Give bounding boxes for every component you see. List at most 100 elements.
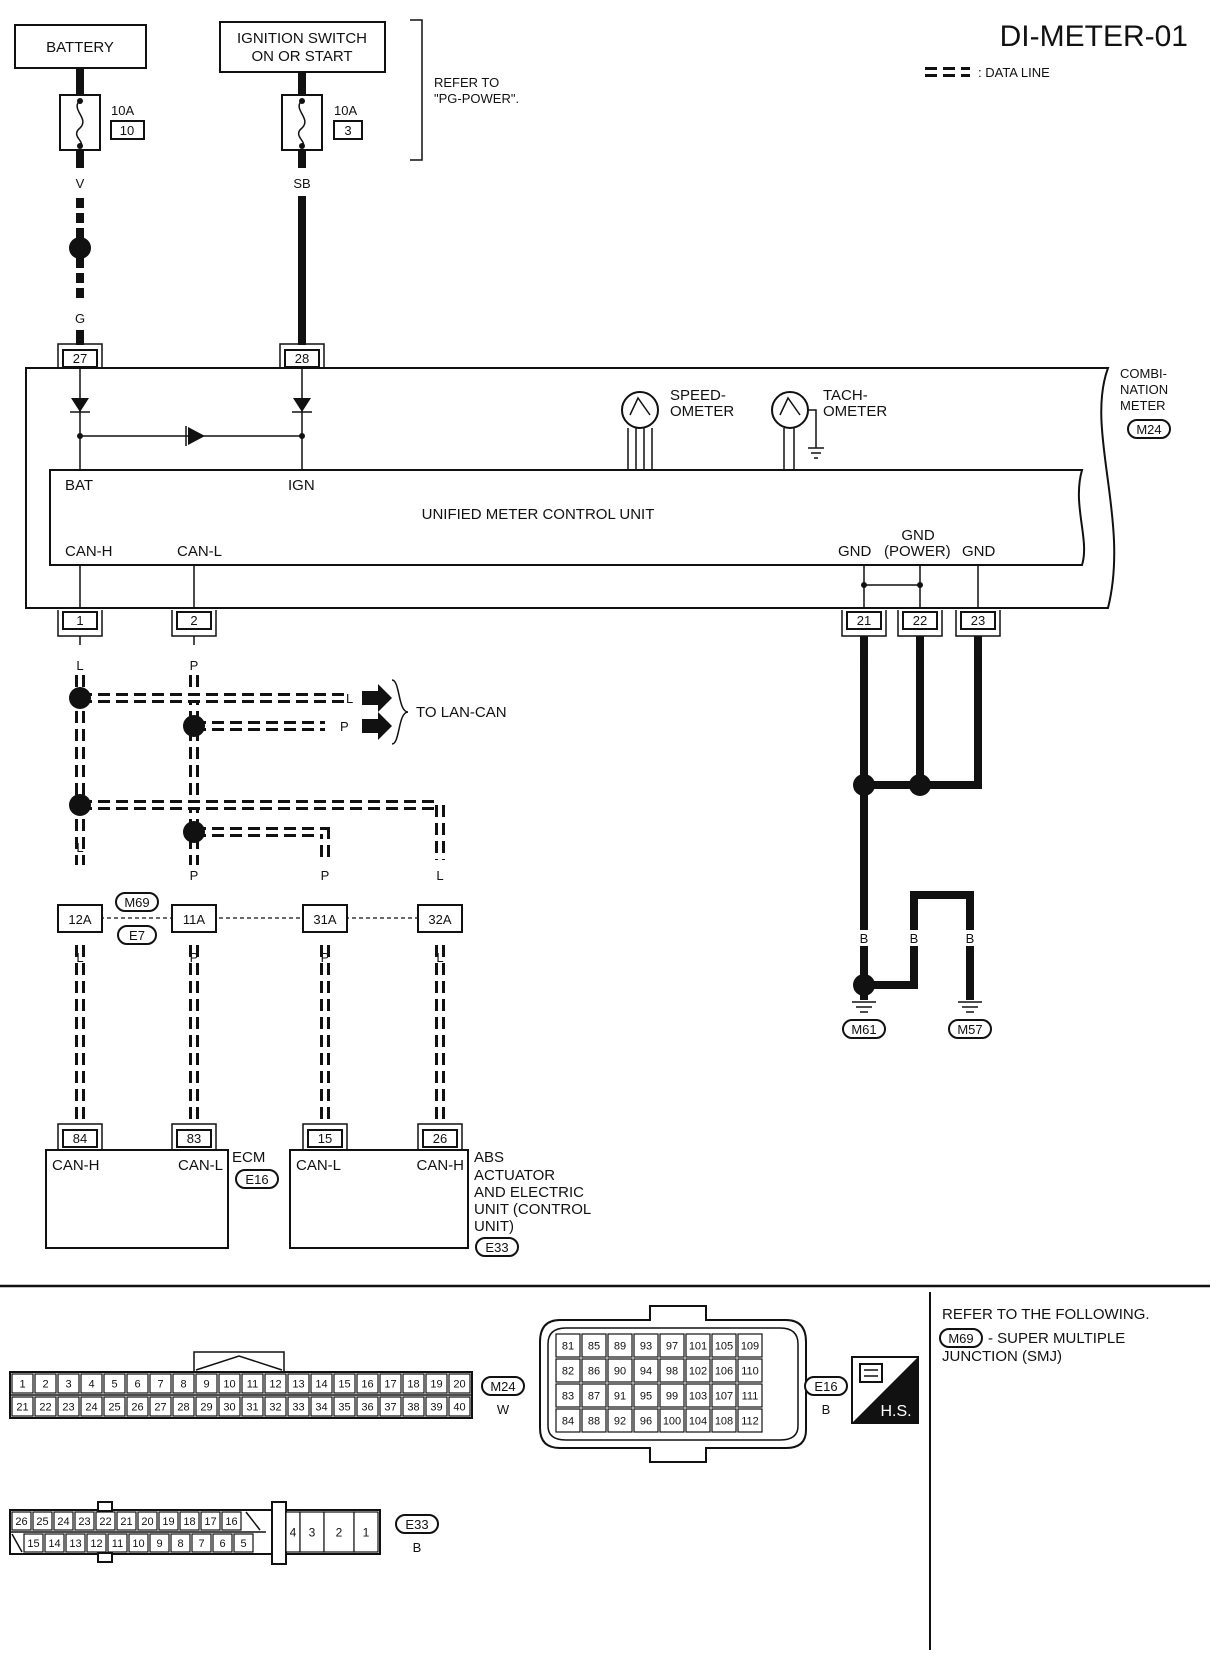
wire-color-b: B bbox=[916, 655, 925, 670]
diode-icon bbox=[293, 398, 311, 412]
connector-e16-cell bbox=[659, 1333, 685, 1358]
connector-m24-pin-label: 19 bbox=[430, 1378, 442, 1390]
connector-e16-cell bbox=[633, 1408, 659, 1433]
connector-e16-cell bbox=[633, 1383, 659, 1408]
refer-label-1: REFER TO bbox=[434, 75, 499, 90]
connector-e16-cell bbox=[607, 1408, 633, 1433]
ecm-can-l-label: CAN-L bbox=[178, 1157, 223, 1174]
connector-m24-pin-label: 39 bbox=[430, 1401, 442, 1413]
connector-e33-cell bbox=[107, 1533, 128, 1553]
wire-color-l: L bbox=[76, 658, 83, 673]
control-unit-label: UNIFIED METER CONTROL UNIT bbox=[422, 506, 655, 523]
connector-m24-cell bbox=[195, 1373, 218, 1394]
connector-e16-pin-label: 108 bbox=[715, 1415, 733, 1427]
connector-m24-pin-label: 24 bbox=[85, 1401, 97, 1413]
connector-e16-pin-label: 85 bbox=[588, 1340, 600, 1352]
connector-m24-cell bbox=[126, 1396, 149, 1417]
connector-m24-pin-label: 20 bbox=[453, 1378, 465, 1390]
connector-m24-cell bbox=[11, 1373, 34, 1394]
connector-e16-cell bbox=[659, 1383, 685, 1408]
abs-label-5: UNIT) bbox=[474, 1218, 514, 1235]
wire-color-p: P bbox=[321, 950, 330, 965]
connector-m24-pin-label: 13 bbox=[292, 1378, 304, 1390]
connector-e16-cell bbox=[737, 1408, 763, 1433]
connector-e16-cell bbox=[685, 1333, 711, 1358]
wire-color-l: L bbox=[436, 950, 443, 965]
connector-e16-pin-label: 92 bbox=[614, 1415, 626, 1427]
connector-e16-pin-label: 83 bbox=[562, 1390, 574, 1402]
pin-83: 83 bbox=[187, 1131, 201, 1146]
connector-e16-cell bbox=[685, 1358, 711, 1383]
wire-color-p: P bbox=[190, 658, 199, 673]
connector-m24-cell bbox=[11, 1396, 34, 1417]
connector-12a: 12A bbox=[68, 912, 91, 927]
gnd-label-1: GND bbox=[838, 543, 872, 560]
combination-meter-label-2: NATION bbox=[1120, 382, 1168, 397]
connector-e16-face: 8182838485868788899091929394959697989910… bbox=[539, 1305, 807, 1463]
connector-e16-pin-label: 98 bbox=[666, 1365, 678, 1377]
connector-e33-pin-label: 12 bbox=[90, 1538, 102, 1550]
connector-e33-pin-label: 24 bbox=[57, 1516, 69, 1528]
connector-e33-cell bbox=[179, 1511, 200, 1531]
connector-m24-cell bbox=[172, 1396, 195, 1417]
connector-e16-pin-label: 82 bbox=[562, 1365, 574, 1377]
splice-point bbox=[183, 715, 205, 737]
combination-meter-label-1: COMBI- bbox=[1120, 366, 1167, 381]
connector-e16-pin-label: 110 bbox=[741, 1365, 759, 1377]
connector-e33-pin-label: 13 bbox=[69, 1538, 81, 1550]
connector-e16-pin-label: 86 bbox=[588, 1365, 600, 1377]
connector-e16-pin-label: 111 bbox=[742, 1390, 759, 1402]
splice-point bbox=[69, 687, 91, 709]
connector-e33-cell bbox=[44, 1533, 65, 1553]
connector-m24-cell bbox=[356, 1396, 379, 1417]
connector-m24-pin-label: 21 bbox=[16, 1401, 28, 1413]
smj-connector-31a bbox=[302, 904, 348, 933]
connector-m24-pin-label: 6 bbox=[134, 1378, 140, 1390]
connector-m24-pin-label: 10 bbox=[223, 1378, 235, 1390]
connector-e33-cell bbox=[191, 1533, 212, 1553]
pin-26: 26 bbox=[433, 1131, 447, 1146]
connector-e16-cell bbox=[737, 1333, 763, 1358]
connector-e7: E7 bbox=[129, 928, 145, 943]
connector-e33-cell bbox=[233, 1533, 254, 1553]
smj-connector-11a bbox=[171, 904, 217, 933]
refer-following-connector: M69 bbox=[948, 1331, 973, 1346]
wire-color-b: B bbox=[860, 931, 869, 946]
connector-e33-pin-label: 16 bbox=[225, 1516, 237, 1528]
ign-terminal-label: IGN bbox=[288, 477, 315, 494]
connector-m24-pin-label: 30 bbox=[223, 1401, 235, 1413]
arrow-right-icon bbox=[362, 712, 392, 740]
connector-m69: M69 bbox=[124, 895, 149, 910]
can-data-lines bbox=[75, 675, 445, 1125]
connector-m24-cell bbox=[264, 1373, 287, 1394]
connector-e33-pin-label: 9 bbox=[156, 1538, 162, 1550]
connector-m24-cell bbox=[287, 1373, 310, 1394]
wire-color-b: B bbox=[974, 655, 983, 670]
wire-color-l: L bbox=[436, 868, 443, 883]
connector-m24-cell bbox=[264, 1396, 287, 1417]
connector-e16-pin-label: 107 bbox=[715, 1390, 733, 1402]
wire-color-l: L bbox=[76, 840, 83, 855]
connector-e16-cell bbox=[555, 1383, 581, 1408]
connector-e33-cell bbox=[74, 1511, 95, 1531]
connector-m24-cell bbox=[379, 1373, 402, 1394]
connector-m24-cell bbox=[356, 1373, 379, 1394]
connector-m24-cell bbox=[402, 1373, 425, 1394]
abs-label-2: ACTUATOR bbox=[474, 1167, 555, 1184]
abs-box bbox=[289, 1149, 469, 1249]
connector-e33-pin-label: 21 bbox=[120, 1516, 132, 1528]
splice-point bbox=[909, 774, 931, 796]
connector-e33-cell bbox=[128, 1533, 149, 1553]
connector-e33-pin-label: 22 bbox=[99, 1516, 111, 1528]
connector-m24-cell bbox=[80, 1373, 103, 1394]
connector-e33-cell bbox=[158, 1511, 179, 1531]
connector-m24-cell bbox=[448, 1373, 471, 1394]
connector-e33-pin-label: 10 bbox=[132, 1538, 144, 1550]
fuse-2-amp: 10A bbox=[334, 103, 357, 118]
connector-e16-pin-label: 81 bbox=[562, 1340, 574, 1352]
pin-22: 22 bbox=[913, 613, 927, 628]
speedometer-label-1: SPEED- bbox=[670, 387, 726, 404]
ecm-pins bbox=[57, 1123, 217, 1150]
